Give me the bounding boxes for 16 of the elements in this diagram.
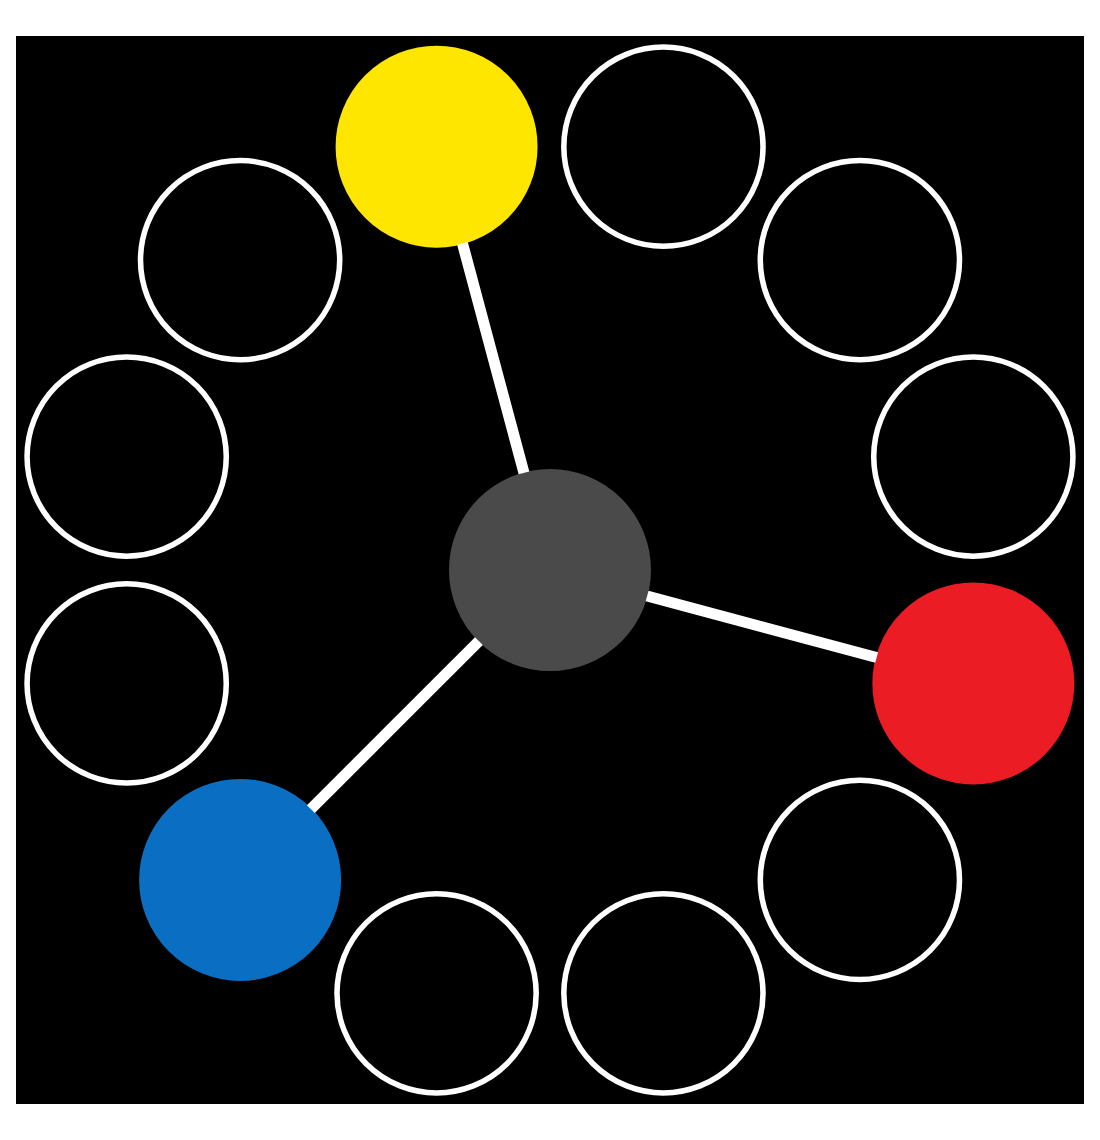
node-circle bbox=[24, 581, 230, 786]
node-circle bbox=[334, 890, 539, 1096]
node-circle bbox=[335, 45, 538, 248]
node-circle bbox=[449, 469, 651, 671]
node-circle bbox=[872, 582, 1075, 785]
connector bbox=[306, 637, 483, 814]
node-circle bbox=[24, 354, 230, 559]
node-circle bbox=[870, 354, 1076, 559]
node-circle bbox=[137, 157, 343, 363]
node-circle bbox=[757, 777, 963, 983]
node-circle bbox=[561, 890, 766, 1096]
connector bbox=[457, 241, 530, 475]
connector bbox=[645, 590, 879, 663]
node-circle bbox=[139, 778, 342, 981]
node-circle bbox=[561, 44, 766, 250]
node-circle bbox=[757, 157, 963, 363]
